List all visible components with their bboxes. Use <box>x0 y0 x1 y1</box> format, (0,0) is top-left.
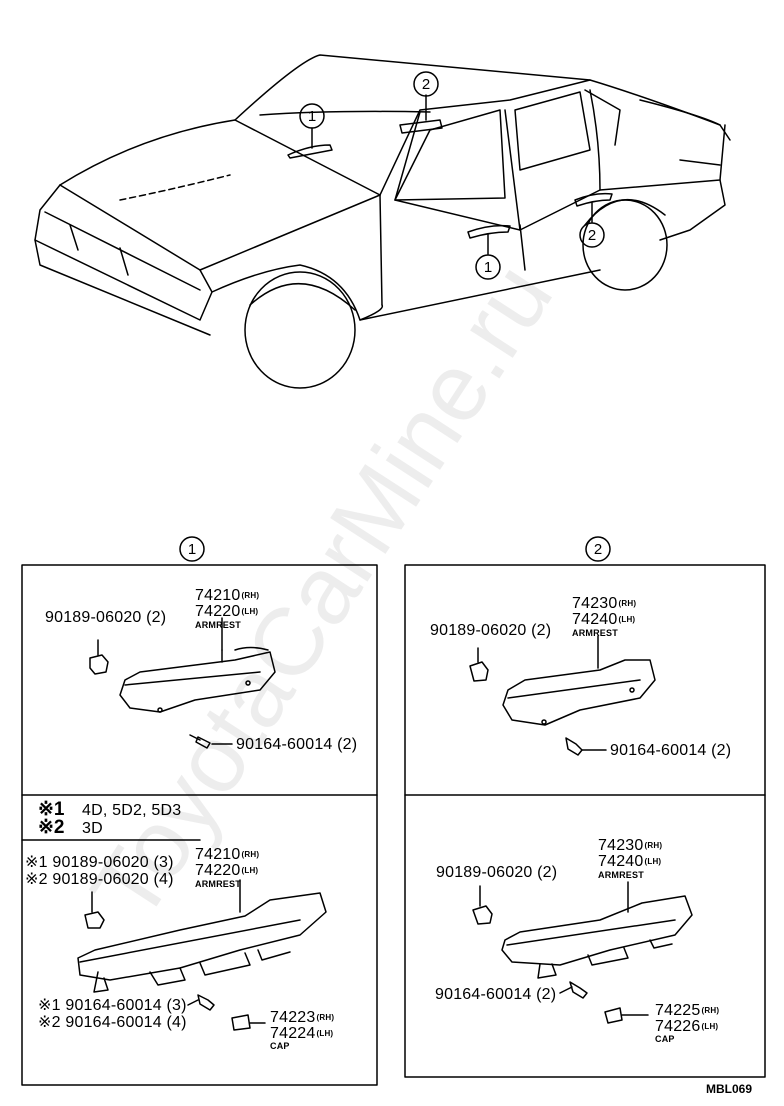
clip-2-upper <box>469 647 489 682</box>
armrest-1-lower-part-rh: 74210(RH) <box>195 846 260 863</box>
armrest-2-upper <box>502 635 656 726</box>
armrest-2-lower-part-rh: 74230(RH) <box>598 837 663 854</box>
car-callout-2-upper: 2 <box>413 71 439 97</box>
cap-1-part-rh: 74223(RH) <box>270 1009 335 1026</box>
screw-1-lower-label-1: ※1 90164-60014 (3) <box>38 997 187 1014</box>
armrest-2-upper-part-lh: 74240(LH) <box>572 611 636 628</box>
screw-1-upper-label: 90164-60014 (2) <box>236 736 358 753</box>
note-1-mark: ※1 <box>38 799 65 820</box>
clip-2-lower-label: 90189-06020 (2) <box>436 864 558 881</box>
car-callout-1-upper: 1 <box>299 103 325 129</box>
clip-1-lower-label-1: ※1 90189-06020 (3) <box>25 854 174 871</box>
svg-text:2: 2 <box>588 227 596 244</box>
svg-text:1: 1 <box>308 108 316 125</box>
screw-2-upper-label: 90164-60014 (2) <box>610 742 732 759</box>
car-illustration <box>34 54 731 389</box>
car-callout-1-lower: 1 <box>475 254 501 280</box>
armrest-1-upper-part-lh: 74220(LH) <box>195 603 259 620</box>
cap-2-part-lh: 74226(LH) <box>655 1018 719 1035</box>
section-2-box <box>404 564 766 1078</box>
clip-1-lower-label-2: ※2 90189-06020 (4) <box>25 871 174 888</box>
armrest-1-lower-part-lh: 74220(LH) <box>195 862 259 879</box>
cap-2-part-rh: 74225(RH) <box>655 1002 720 1019</box>
clip-2-upper-label: 90189-06020 (2) <box>430 622 552 639</box>
screw-1-upper <box>189 734 233 749</box>
cap-1-name: CAP <box>270 1041 290 1051</box>
armrest-1-lower <box>77 879 327 993</box>
armrest-2-lower <box>501 881 693 979</box>
svg-text:1: 1 <box>188 541 196 558</box>
section-1-callout: 1 <box>179 536 205 562</box>
clip-2-lower <box>472 885 493 925</box>
armrest-2-lower-part-lh: 74240(LH) <box>598 853 662 870</box>
armrest-2-upper-name: ARMREST <box>572 628 618 638</box>
screw-2-lower <box>559 981 588 999</box>
armrest-1-upper-name: ARMREST <box>195 620 241 630</box>
armrest-1-lower-name: ARMREST <box>195 879 241 889</box>
cap-1-part-lh: 74224(LH) <box>270 1025 334 1042</box>
cap-2-name: CAP <box>655 1034 675 1044</box>
screw-2-lower-label: 90164-60014 (2) <box>435 986 557 1003</box>
screw-2-upper <box>565 737 607 756</box>
screw-1-lower-label-2: ※2 90164-60014 (4) <box>38 1014 187 1031</box>
section-1-box <box>21 564 378 1086</box>
armrest-1-upper-part-rh: 74210(RH) <box>195 587 260 604</box>
armrest-1-upper <box>119 617 276 713</box>
note-2-text: 3D <box>82 820 103 837</box>
clip-1-upper-label: 90189-06020 (2) <box>45 609 167 626</box>
section-2-callout: 2 <box>585 536 611 562</box>
cap-1-lower <box>231 1014 266 1031</box>
clip-1-lower <box>84 891 105 929</box>
armrest-2-upper-part-rh: 74230(RH) <box>572 595 637 612</box>
car-callout-2-lower: 2 <box>579 222 605 248</box>
diagram-code: MBL069 <box>705 1082 752 1096</box>
svg-text:2: 2 <box>594 541 602 558</box>
screw-1-lower <box>187 994 215 1011</box>
svg-text:1: 1 <box>484 259 492 276</box>
note-2-mark: ※2 <box>38 817 65 838</box>
note-1-text: 4D, 5D2, 5D3 <box>82 802 182 819</box>
svg-text:2: 2 <box>422 76 430 93</box>
cap-2-lower <box>604 1007 649 1024</box>
armrest-2-lower-name: ARMREST <box>598 870 644 880</box>
clip-1-upper <box>89 639 109 675</box>
